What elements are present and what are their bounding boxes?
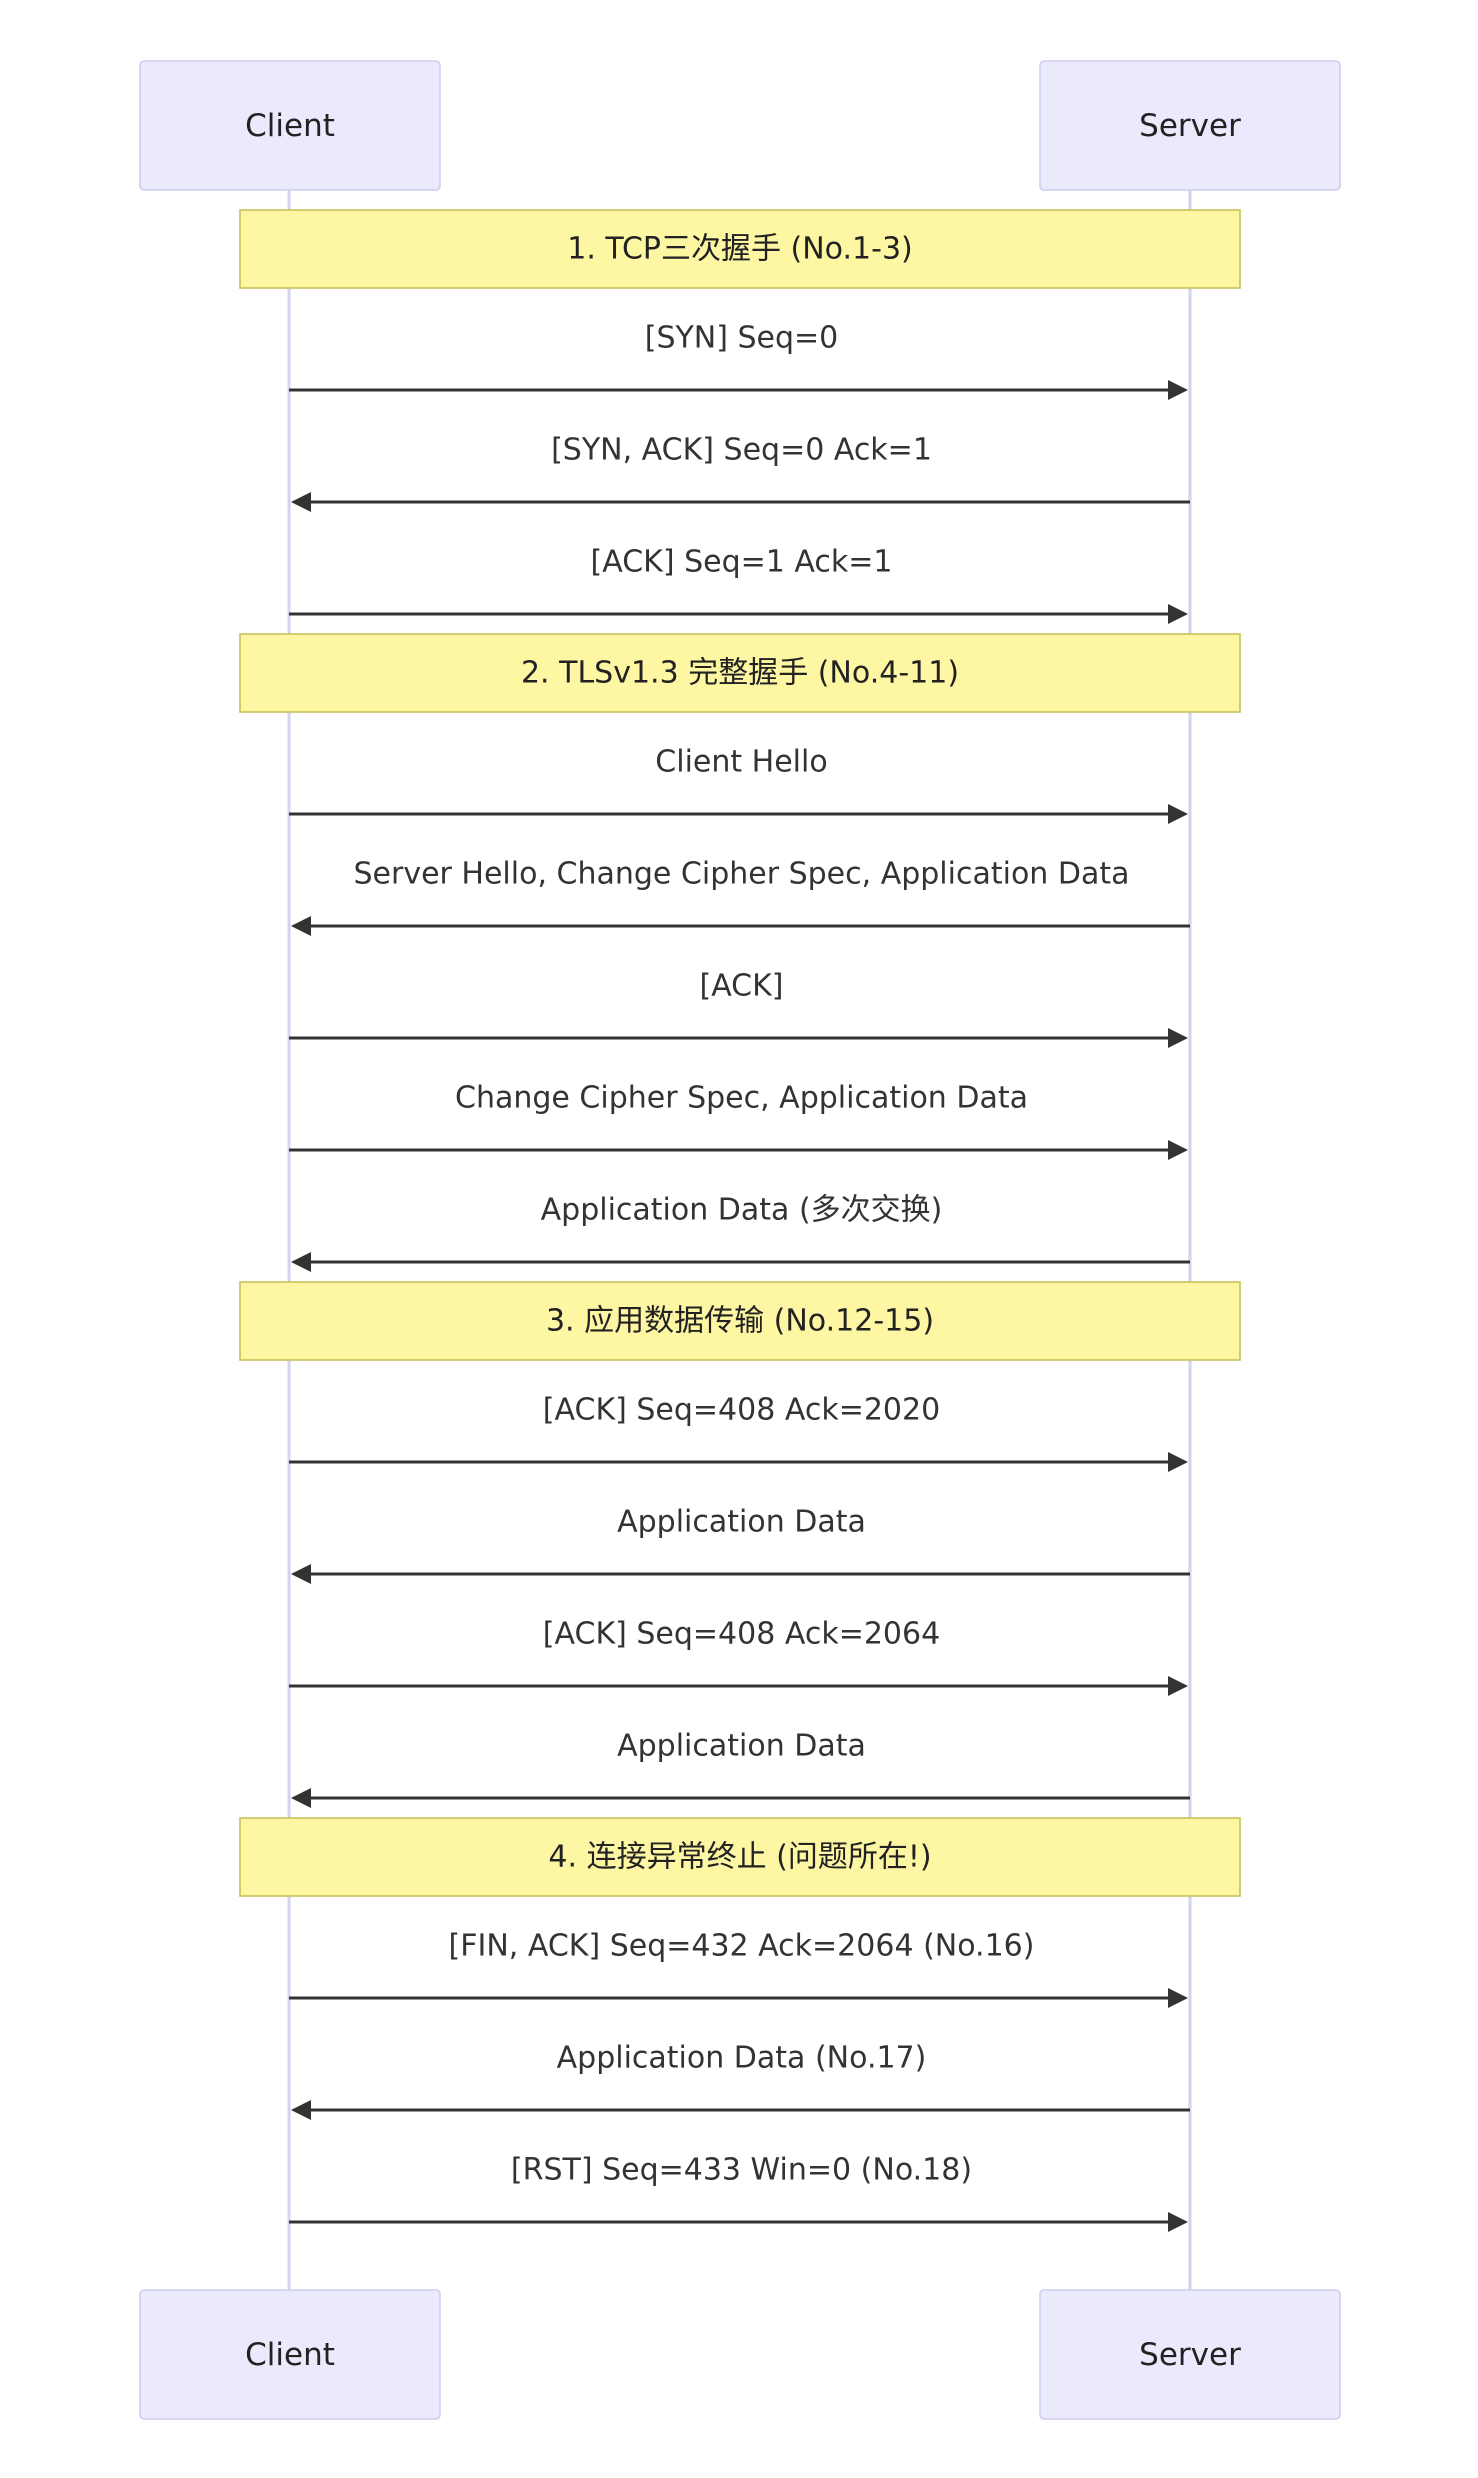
- section-note: 2. TLSv1.3 完整握手 (No.4-11): [239, 633, 1241, 713]
- arrowhead-icon: [1168, 1028, 1188, 1048]
- message-server-to-client: [SYN, ACK] Seq=0 Ack=1: [291, 433, 1190, 512]
- message-client-to-server: Client Hello: [289, 745, 1188, 824]
- message-label: [ACK] Seq=408 Ack=2020: [543, 1393, 940, 1428]
- arrowhead-icon: [291, 1788, 311, 1808]
- arrowhead-icon: [1168, 1676, 1188, 1696]
- message-client-to-server: [ACK]: [289, 969, 1188, 1048]
- actor-client-top: Client: [139, 60, 441, 191]
- arrowhead-icon: [291, 492, 311, 512]
- arrowhead-icon: [291, 916, 311, 936]
- message-label: Application Data (No.17): [557, 2041, 927, 2076]
- arrowhead-icon: [1168, 1452, 1188, 1472]
- message-label: [RST] Seq=433 Win=0 (No.18): [511, 2153, 972, 2188]
- message-label: [ACK] Seq=408 Ack=2064: [543, 1617, 940, 1652]
- section-note-label: 1. TCP三次握手 (No.1-3): [567, 232, 913, 267]
- message-label: [SYN, ACK] Seq=0 Ack=1: [551, 433, 932, 468]
- message-client-to-server: Change Cipher Spec, Application Data: [289, 1081, 1188, 1160]
- message-label: Client Hello: [655, 745, 827, 780]
- actor-server-top: Server: [1039, 60, 1341, 191]
- actor-client-top-label: Client: [245, 108, 335, 144]
- section-note: 3. 应用数据传输 (No.12-15): [239, 1281, 1241, 1361]
- message-client-to-server: [ACK] Seq=1 Ack=1: [289, 545, 1188, 624]
- section-note-label: 4. 连接异常终止 (问题所在!): [548, 1840, 931, 1875]
- actor-server-top-label: Server: [1139, 108, 1241, 144]
- message-label: [ACK]: [699, 969, 783, 1004]
- arrowhead-icon: [1168, 1140, 1188, 1160]
- arrowhead-icon: [1168, 1988, 1188, 2008]
- arrowhead-icon: [1168, 804, 1188, 824]
- message-label: [ACK] Seq=1 Ack=1: [591, 545, 893, 580]
- actor-client-bottom: Client: [139, 2289, 441, 2420]
- message-label: Change Cipher Spec, Application Data: [455, 1081, 1028, 1116]
- actor-client-bottom-label: Client: [245, 2337, 335, 2373]
- message-label: Application Data: [617, 1729, 866, 1764]
- arrowhead-icon: [291, 2100, 311, 2120]
- actor-server-bottom: Server: [1039, 2289, 1341, 2420]
- message-client-to-server: [ACK] Seq=408 Ack=2020: [289, 1393, 1188, 1472]
- message-client-to-server: [ACK] Seq=408 Ack=2064: [289, 1617, 1188, 1696]
- message-label: Server Hello, Change Cipher Spec, Applic…: [354, 857, 1130, 892]
- message-label: Application Data (多次交换): [541, 1193, 943, 1228]
- section-note: 1. TCP三次握手 (No.1-3): [239, 209, 1241, 289]
- section-note-label: 2. TLSv1.3 完整握手 (No.4-11): [521, 656, 959, 691]
- message-client-to-server: [SYN] Seq=0: [289, 321, 1188, 400]
- message-label: [SYN] Seq=0: [645, 321, 839, 356]
- message-client-to-server: [RST] Seq=433 Win=0 (No.18): [289, 2153, 1188, 2232]
- arrowhead-icon: [1168, 2212, 1188, 2232]
- message-server-to-client: Application Data (多次交换): [291, 1193, 1190, 1272]
- arrowhead-icon: [1168, 604, 1188, 624]
- message-label: Application Data: [617, 1505, 866, 1540]
- message-label: [FIN, ACK] Seq=432 Ack=2064 (No.16): [449, 1929, 1035, 1964]
- message-server-to-client: Application Data (No.17): [291, 2041, 1190, 2120]
- steps-layer: 1. TCP三次握手 (No.1-3) [SYN] Seq=0 [SYN, ACK]…: [239, 209, 1241, 2232]
- arrowhead-icon: [291, 1252, 311, 1272]
- message-server-to-client: Server Hello, Change Cipher Spec, Applic…: [291, 857, 1190, 936]
- message-server-to-client: Application Data: [291, 1505, 1190, 1584]
- arrowhead-icon: [1168, 380, 1188, 400]
- section-note-label: 3. 应用数据传输 (No.12-15): [546, 1304, 934, 1339]
- arrowhead-icon: [291, 1564, 311, 1584]
- message-client-to-server: [FIN, ACK] Seq=432 Ack=2064 (No.16): [289, 1929, 1188, 2008]
- actor-server-bottom-label: Server: [1139, 2337, 1241, 2373]
- section-note: 4. 连接异常终止 (问题所在!): [239, 1817, 1241, 1897]
- message-server-to-client: Application Data: [291, 1729, 1190, 1808]
